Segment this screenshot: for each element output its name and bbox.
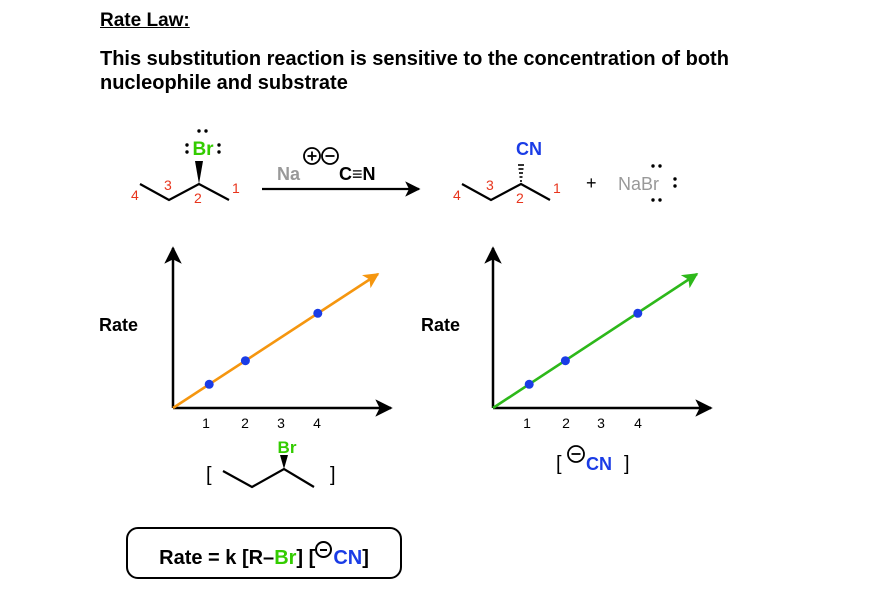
x-tick-4: 4: [313, 415, 321, 431]
carbon-number-3: 3: [164, 177, 172, 193]
data-points: [204, 308, 323, 389]
plus-sign: +: [586, 173, 597, 193]
carbon-number-2: 2: [194, 190, 202, 206]
substrate-bromine-label: Br: [278, 438, 297, 457]
nitrile-label: CN: [516, 139, 542, 159]
x-tick-1: 1: [523, 415, 531, 431]
x-tick-3: 3: [277, 415, 285, 431]
lone-pair-dot: [217, 150, 221, 154]
carbon-number-1: 1: [232, 180, 240, 196]
wedge-bond: [280, 455, 288, 469]
byproduct-label: NaBr: [618, 174, 659, 194]
rate-vs-substrate-graph: Rate 1 2 3 4 [ Br ]: [99, 246, 393, 489]
description: This substitution reaction is sensitive …: [100, 48, 729, 94]
carbon-number-3: 3: [486, 177, 494, 193]
rate-vs-nucleophile-graph: Rate 1 2 3 4 [ CN ]: [421, 246, 713, 475]
product-molecule: CN 1 2 3 4: [453, 139, 561, 206]
rate-equation-br: Br: [274, 547, 297, 569]
bracket-open: [: [556, 453, 562, 475]
bracket-open: [: [206, 464, 212, 486]
rate-equation-part3: ]: [362, 547, 369, 569]
lone-pair-dot: [185, 150, 189, 154]
data-points: [524, 308, 643, 389]
reactant-molecule: Br 1 2 3 4: [131, 129, 240, 206]
trend-line: [172, 272, 380, 410]
substrate-skeleton: [222, 467, 315, 489]
x-tick-1: 1: [202, 415, 210, 431]
carbon-number-2: 2: [516, 190, 524, 206]
byproduct: NaBr: [618, 164, 677, 202]
lone-pair-dot: [197, 129, 201, 133]
rate-equation-cn: CN: [333, 547, 363, 569]
cyanide-reagent-label: C≡N: [339, 164, 376, 184]
carbon-number-4: 4: [453, 187, 461, 203]
negative-charge-icon: [567, 445, 585, 463]
bromine-label: Br: [192, 139, 214, 160]
data-point: [633, 308, 643, 318]
trend-line: [492, 272, 699, 410]
rate-law-box: Rate = k [R–Br] [ CN]: [126, 527, 402, 579]
positive-charge-icon: [303, 147, 321, 165]
rate-equation: Rate = k [R–Br] [ CN]: [128, 541, 400, 570]
carbon-number-1: 1: [553, 180, 561, 196]
rate-equation-part2: ] [: [296, 547, 316, 569]
cyanide-label: CN: [586, 454, 612, 474]
y-axis-label: Rate: [421, 315, 460, 335]
lone-pair-dot: [185, 143, 189, 147]
lone-pair-dot: [204, 129, 208, 133]
sodium-label: Na: [277, 164, 301, 184]
data-point: [313, 308, 323, 318]
heading: Rate Law:: [100, 10, 190, 31]
lone-pair-dot: [217, 143, 221, 147]
data-point: [240, 356, 250, 366]
negative-charge-icon: [321, 147, 339, 165]
data-point: [204, 379, 214, 389]
x-tick-3: 3: [597, 415, 605, 431]
data-point: [524, 379, 534, 389]
carbon-number-4: 4: [131, 187, 139, 203]
x-tick-4: 4: [634, 415, 642, 431]
hashed-bond: [518, 164, 524, 182]
rate-equation-part1: Rate = k [R–: [159, 547, 275, 569]
bracket-close: ]: [624, 453, 630, 475]
y-axis-label: Rate: [99, 315, 138, 335]
negative-charge-icon: [315, 541, 333, 558]
x-tick-2: 2: [562, 415, 570, 431]
bracket-close: ]: [330, 464, 336, 486]
reagent: Na C≡N: [277, 147, 376, 184]
wedge-bond: [195, 161, 203, 184]
x-tick-2: 2: [241, 415, 249, 431]
data-point: [560, 356, 570, 366]
